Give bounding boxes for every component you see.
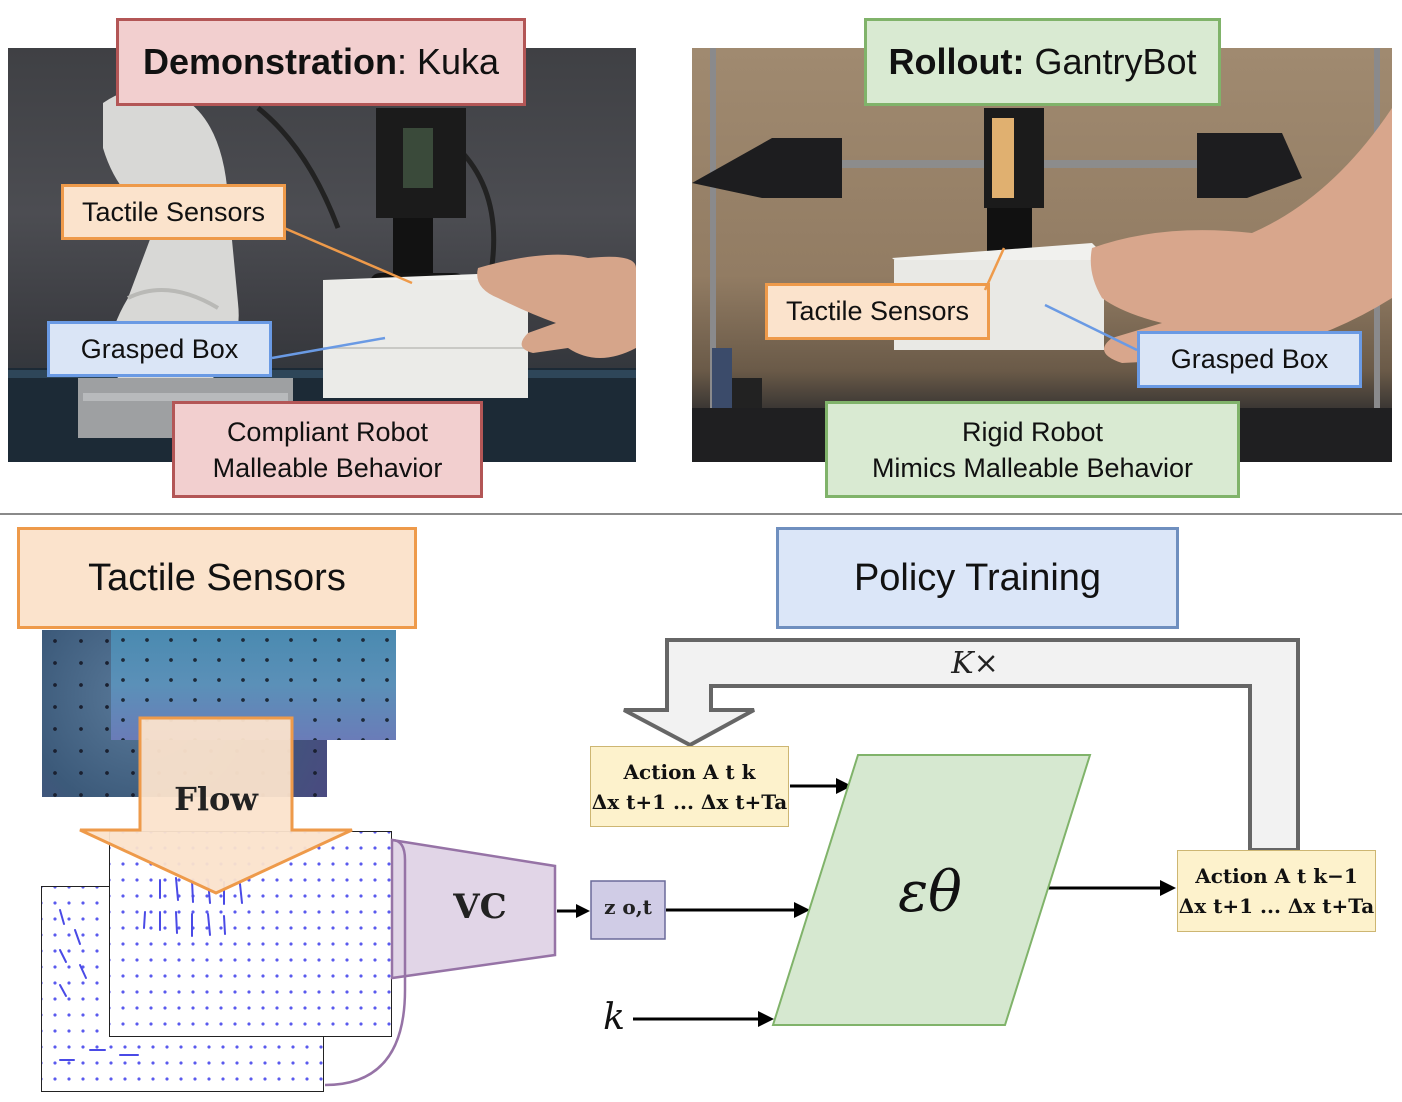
- epsilon-label-text: εθ: [898, 860, 962, 925]
- vc-label-text: VC: [453, 887, 507, 927]
- tactile-sensors-title: Tactile Sensors: [17, 527, 417, 629]
- demonstration-title-bold: Demonstration: [142, 41, 397, 82]
- right-grasped-box-text: Grasped Box: [1170, 344, 1329, 374]
- k-input-label: k: [596, 997, 632, 1038]
- left-box-pointer: [271, 336, 386, 360]
- action-input-line1: Action A t k: [623, 759, 756, 784]
- action-input-line2: Δx t+1 ... Δx t+Ta: [591, 789, 788, 814]
- k-times-label-text: K×: [951, 646, 999, 681]
- right-behavior-line1: Rigid Robot: [961, 416, 1104, 447]
- rollout-title-rest: GantryBot: [1024, 41, 1197, 82]
- right-tactile-pointer: [983, 247, 1006, 291]
- latent-label: z o,t: [591, 895, 665, 919]
- left-tactile-pointer: [283, 226, 413, 285]
- left-behavior-line1: Compliant Robot: [226, 416, 429, 447]
- policy-training-title: Policy Training: [776, 527, 1179, 629]
- latent-box: [590, 880, 666, 940]
- right-behavior-label: Rigid Robot Mimics Malleable Behavior: [825, 401, 1240, 498]
- policy-training-title-text: Policy Training: [853, 556, 1102, 599]
- rollout-title: Rollout: GantryBot: [864, 18, 1221, 106]
- flow-arrow-shape: [79, 716, 353, 895]
- diagram-arrowheads: [576, 778, 1176, 1027]
- action-output-line1: Action A t k−1: [1195, 864, 1358, 888]
- action-input-box: Action A t k Δx t+1 ... Δx t+Ta: [590, 746, 789, 827]
- left-tactile-sensors-text: Tactile Sensors: [81, 196, 266, 227]
- right-box-pointer: [1044, 303, 1138, 352]
- right-tactile-sensors-label: Tactile Sensors: [765, 283, 990, 340]
- epsilon-label: εθ: [850, 860, 1010, 925]
- k-input-label-text: k: [603, 997, 625, 1038]
- diagram-arrows: [557, 784, 1165, 1021]
- left-grasped-box-label: Grasped Box: [47, 321, 272, 377]
- left-behavior-label: Compliant Robot Malleable Behavior: [172, 401, 483, 498]
- flow-vectors: [59, 877, 243, 1061]
- vc-encoder-shape: [390, 838, 557, 980]
- right-grasped-box-label: Grasped Box: [1137, 331, 1362, 388]
- demonstration-title-rest: : Kuka: [396, 41, 500, 82]
- k-times-label: K×: [930, 646, 1020, 681]
- left-tactile-sensors-label: Tactile Sensors: [61, 184, 286, 240]
- vc-stack-curve: [324, 838, 407, 1087]
- rollout-title-bold: Rollout:: [888, 41, 1025, 82]
- epsilon-network-shape: [771, 754, 1092, 1026]
- flow-label: Flow: [140, 780, 292, 818]
- flow-label-text: Flow: [174, 780, 258, 818]
- policy-diagram: [59, 638, 1300, 1087]
- tactile-sensors-title-text: Tactile Sensors: [88, 556, 346, 599]
- vc-label: VC: [430, 887, 530, 927]
- section-divider: [0, 513, 1402, 515]
- loop-arrow-shape: [623, 638, 1300, 852]
- demonstration-title: Demonstration: Kuka: [116, 18, 526, 106]
- left-grasped-box-text: Grasped Box: [80, 333, 239, 364]
- right-behavior-line2: Mimics Malleable Behavior: [871, 452, 1194, 483]
- latent-label-text: z o,t: [604, 895, 652, 919]
- action-output-line2: Δx t+1 ... Δx t+Ta: [1178, 894, 1375, 918]
- action-output-box: Action A t k−1 Δx t+1 ... Δx t+Ta: [1177, 850, 1376, 932]
- top-pointer-lines: [271, 226, 1138, 360]
- right-tactile-sensors-text: Tactile Sensors: [785, 296, 970, 326]
- rollout-photo: [692, 48, 1392, 462]
- left-behavior-line2: Malleable Behavior: [212, 452, 443, 483]
- demonstration-photo: [8, 48, 636, 462]
